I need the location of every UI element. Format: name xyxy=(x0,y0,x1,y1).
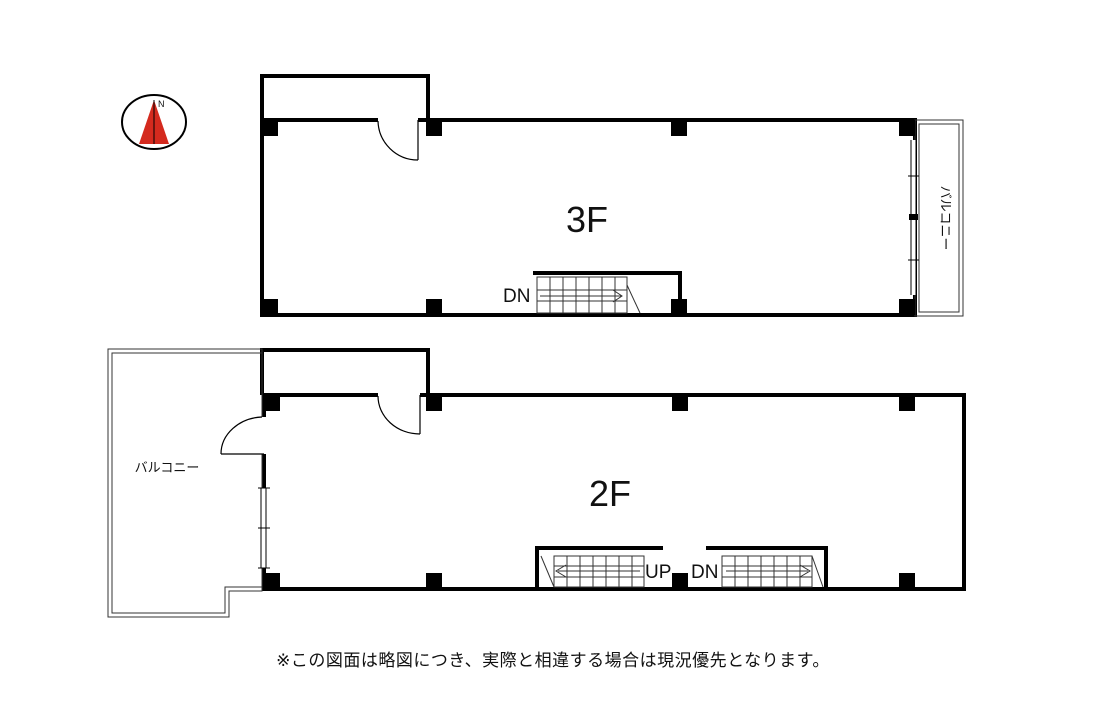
disclaimer-note: ※この図面は略図につき、実際と相違する場合は現況優先となります。 xyxy=(276,651,830,671)
north-mark: N xyxy=(158,99,165,109)
floor-2f-balcony-label: バルコニー xyxy=(135,461,200,476)
north-arrow-icon: N xyxy=(121,94,187,150)
floor-3f-balcony-label: バルコニー xyxy=(937,186,952,251)
floor-2f-stair-dn-label: DN xyxy=(691,562,718,583)
floor-3f-label: 3F xyxy=(566,199,608,240)
floor-2f-label: 2F xyxy=(589,473,631,514)
floor-3f: 3F DN バルコニー xyxy=(260,74,964,317)
floor-2f-stair-up-label: UP xyxy=(645,562,671,583)
floor-2f: 2F UP DN バルコニー xyxy=(107,348,966,618)
floor-3f-stair-dn-label: DN xyxy=(503,286,530,307)
